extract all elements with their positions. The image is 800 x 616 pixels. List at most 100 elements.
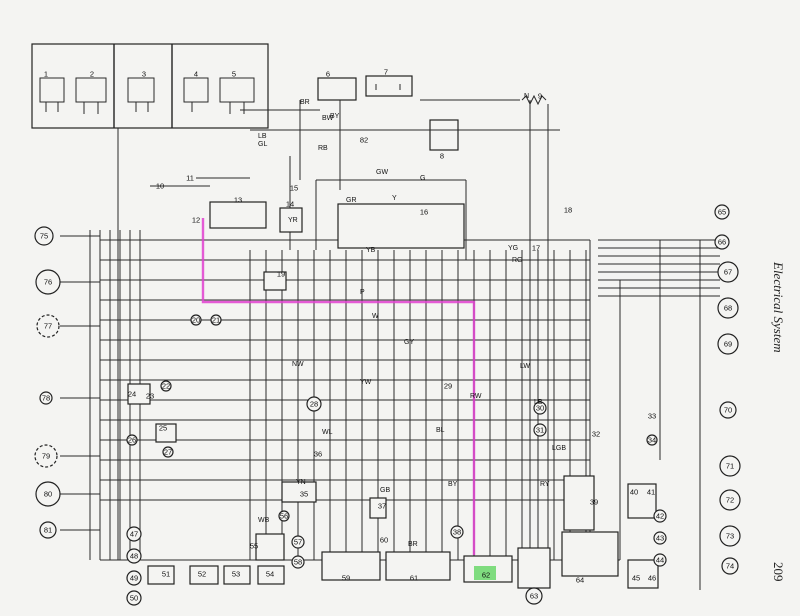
component-label-66: 66 [718, 238, 726, 247]
wire-code-label: YR [288, 217, 298, 224]
component-label-36: 36 [314, 450, 322, 459]
component-label-30: 30 [536, 404, 544, 413]
component-label-68: 68 [724, 304, 732, 313]
c34-lamp [646, 434, 658, 446]
component-label-11: 11 [186, 174, 194, 183]
resistor-9 [521, 94, 547, 106]
component-label-74: 74 [726, 562, 734, 571]
c22-lamp [160, 380, 172, 392]
component-label-3: 3 [142, 70, 146, 79]
component-label-76: 76 [44, 278, 52, 287]
c44-lamp [653, 553, 667, 567]
component-label-50: 50 [130, 594, 138, 603]
component-label-17: 17 [532, 244, 540, 253]
component-label-42: 42 [656, 512, 664, 521]
component-label-28: 28 [310, 400, 318, 409]
component-label-13: 13 [234, 196, 242, 205]
component-label-45: 45 [632, 574, 640, 583]
round-components [34, 204, 741, 606]
c79-lamp [34, 444, 58, 468]
component-label-20: 20 [192, 316, 200, 325]
component-label-32: 32 [592, 430, 600, 439]
wire-code-label: WB [258, 517, 270, 524]
component-label-24: 24 [128, 390, 136, 399]
component-label-21: 21 [212, 316, 220, 325]
component-label-5: 5 [232, 70, 236, 79]
component-label-47: 47 [130, 530, 138, 539]
component-label-6: 6 [326, 70, 330, 79]
component-label-82: 82 [360, 136, 368, 145]
c26-lamp [126, 434, 138, 446]
battery-7 [365, 75, 413, 97]
component-label-58: 58 [294, 558, 302, 567]
wire-code-label: GY [404, 339, 414, 346]
c58-lamp [291, 555, 305, 569]
rectifier-64 [561, 531, 619, 577]
component-label-31: 31 [536, 426, 544, 435]
wire-code-label: RG [512, 257, 523, 264]
wire-code-label: BY [330, 113, 340, 120]
module-63 [517, 547, 551, 589]
wire-code-label: LB [534, 399, 543, 406]
component-label-71: 71 [726, 462, 734, 471]
side-title: Electrical System [771, 262, 786, 353]
component-label-54: 54 [266, 570, 274, 579]
wire-code-label: YG [508, 245, 518, 252]
component-label-70: 70 [724, 406, 732, 415]
connector-52 [189, 565, 219, 585]
c68-lamp [717, 297, 739, 319]
switch-37 [369, 497, 387, 519]
c28-lamp [306, 396, 322, 412]
c57-lamp [291, 535, 305, 549]
component-label-49: 49 [130, 574, 138, 583]
c72-lamp [719, 489, 741, 511]
wire-code-label: N [524, 93, 529, 100]
component-label-9: 9 [538, 92, 542, 101]
c67-lamp [717, 261, 739, 283]
page-number: 209 [771, 562, 786, 582]
component-label-43: 43 [656, 534, 664, 543]
component-label-48: 48 [130, 552, 138, 561]
wire-code-label: GL [258, 141, 267, 148]
component-label-7: 7 [384, 68, 388, 77]
c74-lamp [721, 557, 739, 575]
connector-59 [321, 551, 381, 581]
component-label-39: 39 [590, 498, 598, 507]
component-label-23: 23 [146, 392, 154, 401]
component-label-65: 65 [718, 208, 726, 217]
component-label-10: 10 [156, 182, 164, 191]
wire-code-label: RY [540, 481, 550, 488]
c66-lamp [714, 234, 730, 250]
component-label-38: 38 [453, 528, 461, 537]
wire-code-label: LB [258, 133, 267, 140]
wire-code-label: GW [376, 169, 388, 176]
c80-lamp [35, 481, 61, 507]
connector-54 [257, 565, 285, 585]
wire-code-label: G [420, 175, 425, 182]
component-label-77: 77 [44, 322, 52, 331]
wire-code-label: BR [300, 99, 310, 106]
c71-lamp [719, 455, 741, 477]
component-label-4: 4 [194, 70, 198, 79]
component-label-12: 12 [192, 216, 200, 225]
legend-panel [31, 43, 269, 129]
wire-code-label: W [372, 313, 379, 320]
component-label-2: 2 [90, 70, 94, 79]
c31-lamp [533, 423, 547, 437]
connector-53 [223, 565, 251, 585]
relay-6 [317, 77, 357, 101]
component-label-57: 57 [294, 538, 302, 547]
wire-code-label: WL [322, 429, 333, 436]
c78-lamp [39, 391, 53, 405]
component-label-69: 69 [724, 340, 732, 349]
component-label-22: 22 [162, 382, 170, 391]
c42-lamp [653, 509, 667, 523]
component-label-63: 63 [530, 592, 538, 601]
component-label-34: 34 [648, 436, 656, 445]
c43-lamp [653, 531, 667, 545]
wire-code-label: NW [292, 361, 304, 368]
component-label-41: 41 [647, 488, 655, 497]
